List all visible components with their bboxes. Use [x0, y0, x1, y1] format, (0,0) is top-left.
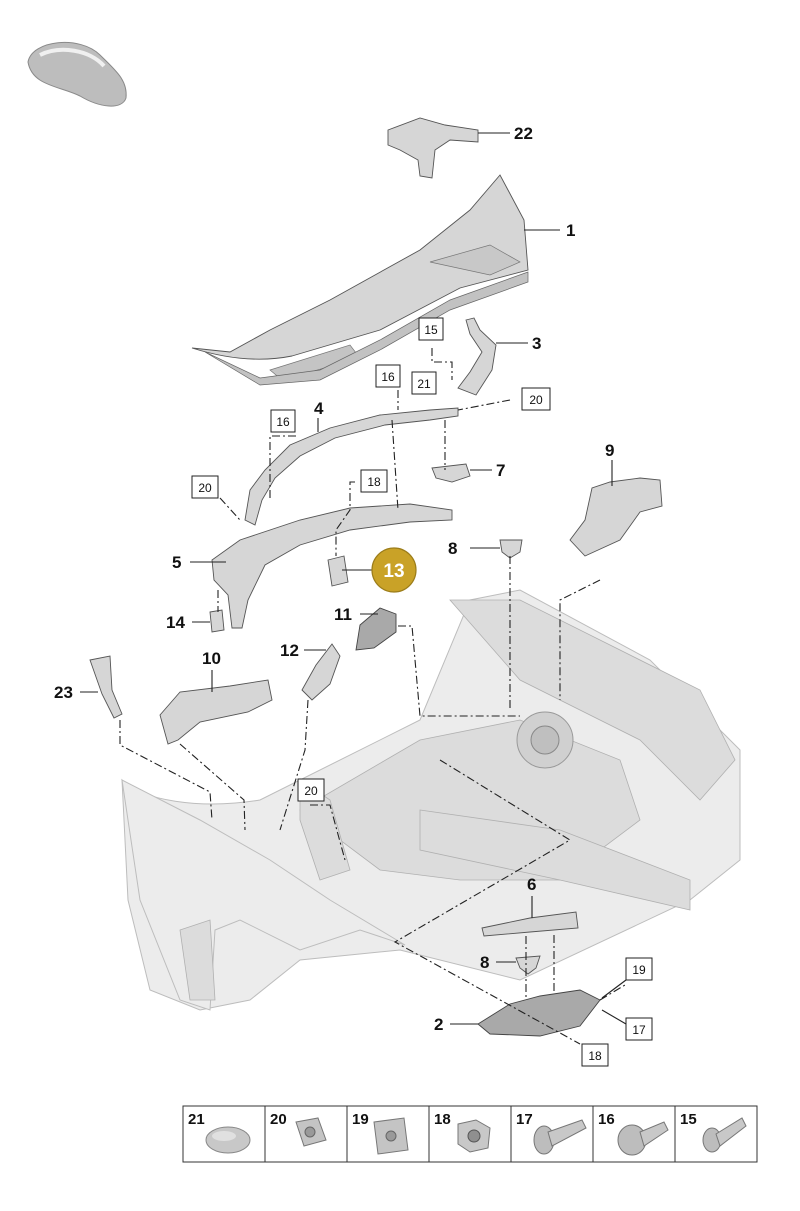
- callout-4: 4: [314, 399, 324, 418]
- callout-labels: 22 1 3 4 7 9 8 5 14 11 12 10 23 6 8 2: [54, 124, 614, 1034]
- callout-1: 1: [566, 221, 575, 240]
- plate-nut-icon: [373, 1117, 409, 1155]
- part-14: [209, 609, 225, 633]
- highlight-callout-13[interactable]: 13: [371, 547, 417, 593]
- part-4-seal-strip: [244, 407, 459, 526]
- callout-10: 10: [202, 649, 221, 668]
- hex-nut-icon: [457, 1119, 491, 1153]
- callout-3: 3: [532, 334, 541, 353]
- ref-box-18-top: 18: [367, 475, 381, 489]
- part-10: [159, 679, 273, 745]
- legend-label-20: 20: [270, 1111, 287, 1128]
- callout-7: 7: [496, 461, 505, 480]
- ref-box-21: 21: [417, 377, 431, 391]
- part-6: [481, 911, 579, 937]
- ref-box-20-right: 20: [529, 393, 543, 407]
- callout-6: 6: [527, 875, 536, 894]
- part-1-cowl-panel: [191, 174, 529, 386]
- part-13: [327, 555, 349, 587]
- vehicle-thumbnail-icon: [27, 41, 127, 107]
- legend-label-18: 18: [434, 1111, 451, 1128]
- front-body-structure: [121, 589, 741, 1011]
- callout-12: 12: [280, 641, 299, 660]
- legend-label-21: 21: [188, 1111, 205, 1128]
- part-12: [301, 643, 341, 701]
- callout-5: 5: [172, 553, 181, 572]
- ref-box-17: 17: [632, 1023, 646, 1037]
- callout-8-upper: 8: [448, 539, 457, 558]
- legend-label-19: 19: [352, 1111, 369, 1128]
- callout-22: 22: [514, 124, 533, 143]
- fastener-reference-boxes: 15 16 21 20 16 20 18 20 19 17 18: [191, 317, 653, 1067]
- ref-box-20-lower: 20: [304, 784, 318, 798]
- part-5-panel: [211, 503, 453, 629]
- ref-box-16-left: 16: [276, 415, 290, 429]
- ref-box-18-bottom: 18: [588, 1049, 602, 1063]
- ref-box-20-left: 20: [198, 481, 212, 495]
- part-23: [89, 655, 123, 719]
- round-plug-icon: [205, 1126, 251, 1154]
- callout-13: 13: [383, 561, 404, 582]
- leader-lines: [80, 132, 627, 1025]
- legend-label-17: 17: [516, 1111, 533, 1128]
- callout-11: 11: [334, 605, 352, 624]
- part-7-clip: [431, 463, 471, 483]
- ref-box-15: 15: [424, 323, 438, 337]
- part-8-plug-upper: [499, 539, 523, 559]
- legend-label-15: 15: [680, 1111, 697, 1128]
- part-2: [477, 989, 601, 1037]
- screw-icon: [702, 1117, 747, 1153]
- part-11: [355, 607, 397, 651]
- callout-8-lower: 8: [480, 953, 489, 972]
- part-22: [387, 117, 479, 179]
- part-3-bracket: [457, 317, 497, 396]
- callout-14: 14: [166, 613, 185, 632]
- ref-box-19: 19: [632, 963, 646, 977]
- callout-9: 9: [605, 441, 614, 460]
- assembly-lines: [119, 348, 626, 1045]
- washer-screw-icon: [617, 1121, 669, 1156]
- callout-2: 2: [434, 1015, 443, 1034]
- clip-nut-icon: [295, 1117, 327, 1147]
- part-9: [569, 477, 663, 557]
- legend-label-16: 16: [598, 1111, 615, 1128]
- callout-23: 23: [54, 683, 73, 702]
- part-8-plug-lower: [515, 955, 541, 975]
- ref-box-16-top: 16: [381, 370, 395, 384]
- fastener-legend: 21 20 19 18 17 16 15: [182, 1105, 758, 1163]
- flange-screw-icon: [533, 1119, 587, 1155]
